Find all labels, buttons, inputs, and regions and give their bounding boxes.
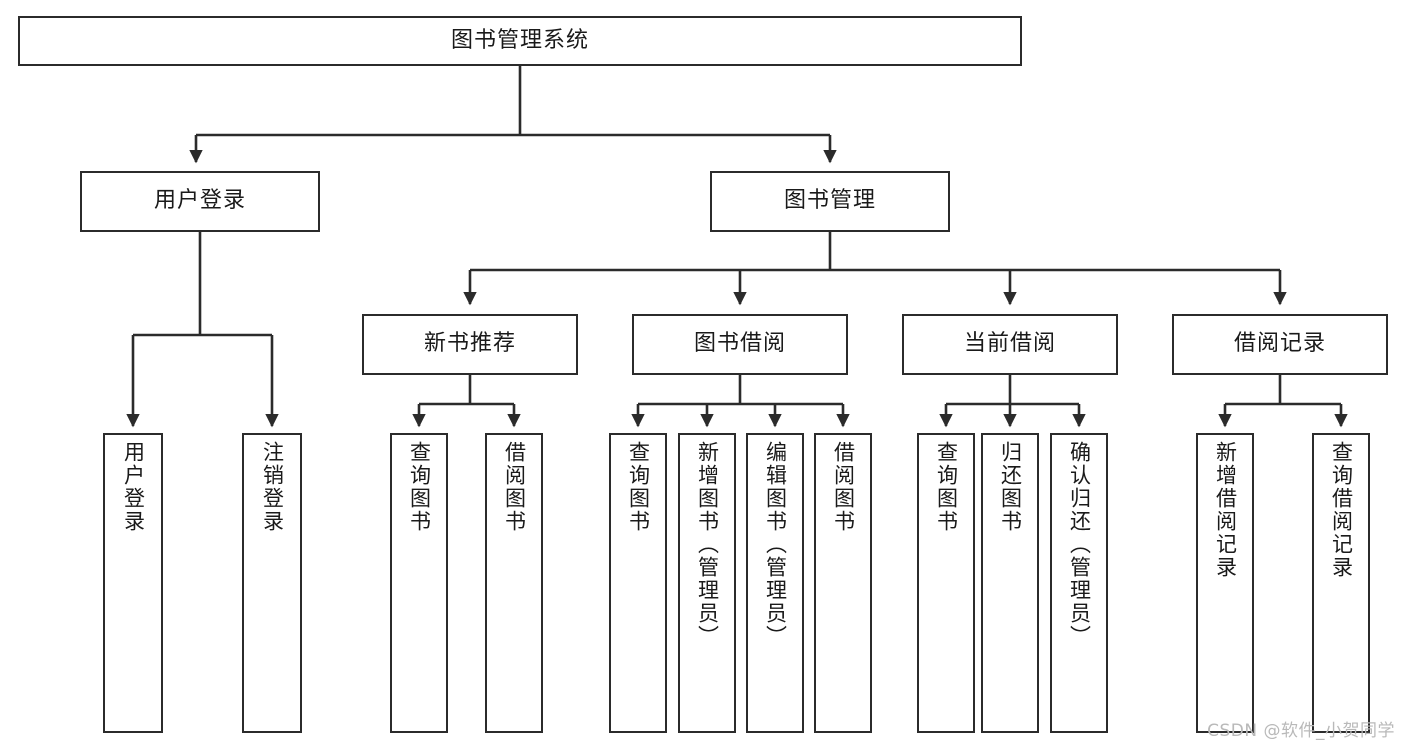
leaf-current-borrow-confirm-label: 确认归还（管理员） (1067, 441, 1092, 648)
leaf-current-borrow-query[interactable]: 查询图书 (917, 433, 975, 733)
leaf-user-login-login[interactable]: 用户登录 (103, 433, 163, 733)
node-borrow-record-label: 借阅记录 (1233, 331, 1326, 357)
leaf-current-borrow-confirm[interactable]: 确认归还（管理员） (1050, 433, 1108, 733)
node-new-book-recommend-label: 新书推荐 (423, 331, 516, 357)
leaf-borrow-book-query[interactable]: 查询图书 (609, 433, 667, 733)
node-user-login[interactable]: 用户登录 (80, 171, 320, 232)
node-book-borrow[interactable]: 图书借阅 (632, 314, 848, 375)
leaf-user-login-logout-label: 注销登录 (260, 441, 285, 533)
leaf-current-borrow-return-label: 归还图书 (998, 441, 1023, 533)
watermark: CSDN @软件_小贺同学 (1207, 721, 1395, 741)
leaf-borrow-book-add-label: 新增图书（管理员） (695, 441, 720, 648)
leaf-current-borrow-query-label: 查询图书 (934, 441, 959, 533)
node-root-label: 图书管理系统 (450, 27, 589, 53)
leaf-borrow-book-borrow[interactable]: 借阅图书 (814, 433, 872, 733)
node-book-management[interactable]: 图书管理 (710, 171, 950, 232)
node-root[interactable]: 图书管理系统 (18, 16, 1022, 66)
leaf-borrow-record-query[interactable]: 查询借阅记录 (1312, 433, 1370, 733)
node-book-borrow-label: 图书借阅 (693, 331, 786, 357)
leaf-new-book-query[interactable]: 查询图书 (390, 433, 448, 733)
leaf-borrow-record-query-label: 查询借阅记录 (1329, 441, 1354, 579)
leaf-new-book-borrow[interactable]: 借阅图书 (485, 433, 543, 733)
leaf-borrow-book-borrow-label: 借阅图书 (831, 441, 856, 533)
leaf-borrow-book-add[interactable]: 新增图书（管理员） (678, 433, 736, 733)
leaf-borrow-record-add[interactable]: 新增借阅记录 (1196, 433, 1254, 733)
node-borrow-record[interactable]: 借阅记录 (1172, 314, 1388, 375)
leaf-current-borrow-return[interactable]: 归还图书 (981, 433, 1039, 733)
node-new-book-recommend[interactable]: 新书推荐 (362, 314, 578, 375)
leaf-user-login-logout[interactable]: 注销登录 (242, 433, 302, 733)
node-current-borrow[interactable]: 当前借阅 (902, 314, 1118, 375)
leaf-new-book-borrow-label: 借阅图书 (502, 441, 527, 533)
leaf-user-login-login-label: 用户登录 (121, 441, 146, 533)
node-book-management-label: 图书管理 (783, 188, 876, 214)
node-user-login-label: 用户登录 (153, 188, 246, 214)
leaf-borrow-record-add-label: 新增借阅记录 (1213, 441, 1238, 579)
leaf-borrow-book-edit[interactable]: 编辑图书（管理员） (746, 433, 804, 733)
leaf-borrow-book-edit-label: 编辑图书（管理员） (763, 441, 788, 648)
leaf-new-book-query-label: 查询图书 (407, 441, 432, 533)
node-current-borrow-label: 当前借阅 (963, 331, 1056, 357)
leaf-borrow-book-query-label: 查询图书 (626, 441, 651, 533)
